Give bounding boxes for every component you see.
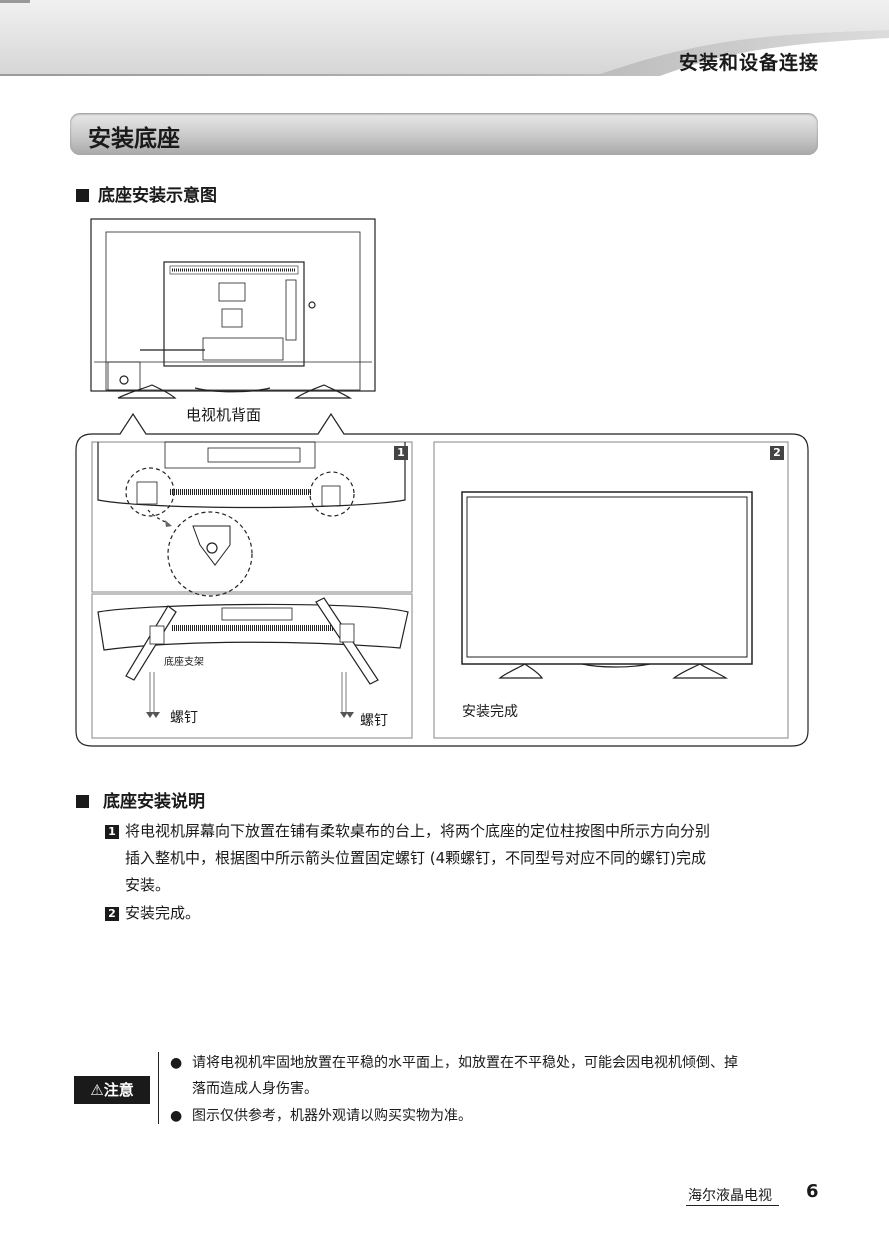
step-1: 1 将电视机屏幕向下放置在铺有柔软桌布的台上，将两个底座的定位柱按图中所示方向分别… [105, 818, 825, 899]
page-number: 6 [806, 1181, 819, 1202]
stand-label: 底座支架 [164, 657, 204, 668]
section-bar [70, 113, 818, 155]
footer-underline [686, 1205, 779, 1206]
step-number-badge: 2 [105, 907, 119, 921]
caution-1-line-1: 请将电视机牢固地放置在平稳的水平面上，如放置在不平稳处，可能会因电视机倾倒、掉 [192, 1055, 738, 1071]
caution-2-line-1: 图示仅供参考，机器外观请以购买实物为准。 [192, 1108, 472, 1124]
caution-1-line-2: 落而造成人身伤害。 [192, 1081, 318, 1097]
bullet-icon: ● [170, 1055, 183, 1071]
diagram-heading: 底座安装示意图 [76, 181, 217, 206]
caution-bullet-1: ● 请将电视机牢固地放置在平稳的水平面上，如放置在不平稳处，可能会因电视机倾倒、掉… [170, 1050, 810, 1102]
step-2: 2 安装完成。 [105, 900, 200, 927]
tv-back-outline [90, 218, 376, 392]
instructions-heading-text: 底座安装说明 [103, 792, 205, 812]
step-1-line-3: 安装。 [125, 876, 171, 894]
panel-2-number: 2 [770, 446, 784, 460]
step-number-badge: 1 [105, 825, 119, 839]
tv-back-label: 电视机背面 [186, 406, 262, 424]
caution-divider [158, 1052, 159, 1124]
instructions-heading: 底座安装说明 [76, 787, 205, 812]
panel-1-number: 1 [394, 446, 408, 460]
footer-brand: 海尔液晶电视 [688, 1188, 772, 1204]
caution-badge: ⚠注意 [74, 1076, 150, 1104]
screw-label-left: 螺钉 [170, 710, 198, 726]
header-band [0, 0, 889, 76]
step-1-line-2: 插入整机中，根据图中所示箭头位置固定螺钉 (4颗螺钉，不同型号对应不同的螺钉)完… [125, 849, 707, 867]
installation-figure [75, 218, 809, 747]
diagram-heading-text: 底座安装示意图 [98, 186, 217, 206]
step-1-line-1: 将电视机屏幕向下放置在铺有柔软桌布的台上，将两个底座的定位柱按图中所示方向分别 [125, 822, 711, 840]
step-2-line-1: 安装完成。 [125, 904, 201, 922]
bullet-icon: ● [170, 1108, 183, 1124]
section-title: 安装底座 [88, 126, 180, 152]
square-bullet-icon [76, 795, 89, 808]
caution-bullet-2: ● 图示仅供参考，机器外观请以购买实物为准。 [170, 1103, 810, 1129]
chapter-title: 安装和设备连接 [678, 52, 819, 74]
square-bullet-icon [76, 189, 89, 202]
screw-label-right: 螺钉 [360, 713, 388, 729]
install-complete-label: 安装完成 [462, 704, 518, 720]
